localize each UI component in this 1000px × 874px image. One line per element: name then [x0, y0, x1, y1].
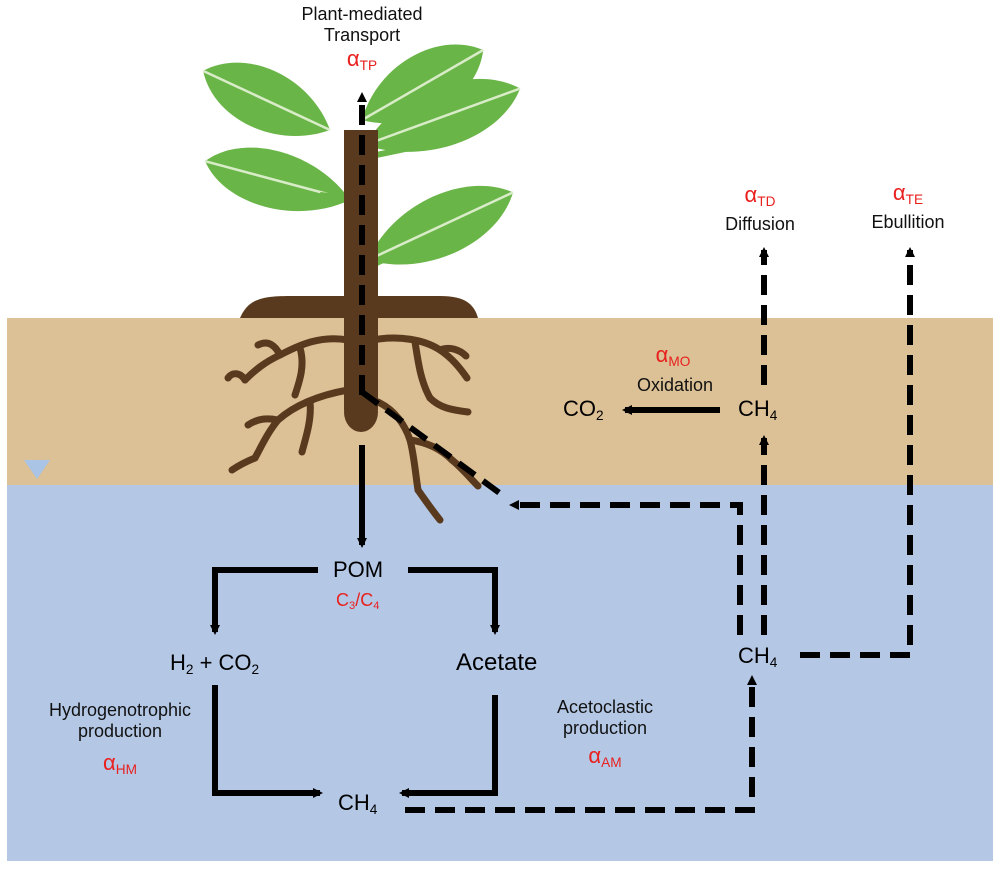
acetoclastic-label: Acetoclastic production: [520, 697, 690, 738]
sub-2: 2: [185, 661, 194, 677]
sub-4: 4: [369, 801, 378, 817]
diffusion-label: Diffusion: [725, 214, 795, 234]
hydrogenotrophic-label: Hydrogenotrophic production: [20, 700, 220, 741]
hydrogenotrophic-text: Hydrogenotrophic production: [48, 700, 192, 741]
ch-text: CH: [738, 396, 770, 421]
h2-to-ch4-arrow: [212, 685, 323, 798]
sub-2: 2: [596, 407, 604, 423]
alpha-symbol: α: [892, 180, 906, 205]
alpha-hm-sub: HM: [115, 761, 137, 777]
ch4-water: CH4: [738, 643, 777, 669]
plus-co-text: + CO: [193, 650, 252, 675]
oxidation-label: Oxidation: [636, 375, 714, 395]
alpha-mo-sub: MO: [668, 353, 691, 369]
acetoclastic-text: Acetoclastic production: [556, 697, 654, 738]
pom-label: POM: [333, 557, 384, 582]
c3-c4-label: C3/C4: [336, 590, 380, 613]
alpha-te: αTE: [868, 180, 948, 207]
sub-3: 3: [349, 600, 356, 613]
acetate-label: Acetate: [456, 649, 538, 676]
ch-text: CH: [738, 643, 770, 668]
ebullition-label: Ebullition: [871, 212, 945, 232]
alpha-symbol: α: [655, 342, 669, 367]
plant-transport-label: Plant-mediated Transport: [262, 4, 462, 45]
h-text: H: [170, 650, 186, 675]
arrows: [210, 92, 915, 813]
sub-2: 2: [251, 661, 260, 677]
alpha-tp: αTP: [322, 46, 402, 73]
ch4-bottom: CH4: [338, 790, 377, 816]
soil-layer: [7, 318, 993, 485]
alpha-td-sub: TD: [757, 193, 776, 209]
sub-4: 4: [373, 600, 380, 613]
alpha-tp-sub: TP: [359, 57, 378, 73]
sub-4: 4: [769, 654, 778, 670]
water-table-marker: [24, 460, 50, 479]
co-text: CO: [563, 396, 596, 421]
alpha-symbol: α: [346, 46, 360, 71]
h2-co2-label: H2 + CO2: [170, 650, 259, 676]
alpha-td: αTD: [720, 182, 800, 209]
pom-to-h2-arrow: [210, 567, 318, 635]
plant-leaves: [202, 44, 521, 273]
root-tip: [344, 392, 378, 432]
alpha-symbol: α: [103, 750, 116, 775]
alpha-hm: αHM: [75, 750, 165, 777]
ebullition-arrow: [800, 247, 915, 658]
ch4-bottom-to-ch4-water-arrow: [405, 675, 757, 813]
ch-text: CH: [338, 790, 370, 815]
alpha-symbol: α: [744, 182, 758, 207]
alpha-am-sub: AM: [601, 754, 622, 770]
co2-soil: CO2: [563, 396, 604, 422]
water-layer: [7, 485, 993, 861]
c-text: C: [336, 590, 349, 610]
alpha-mo: αMO: [628, 342, 718, 369]
alpha-symbol: α: [588, 743, 602, 768]
acetate-to-ch4-arrow: [399, 695, 498, 798]
slash-c-text: /C: [355, 590, 374, 610]
alpha-am: αAM: [560, 743, 650, 770]
ch4-water-to-roots-arrow: [509, 500, 743, 635]
pom-to-acetate-arrow: [408, 567, 500, 635]
ch4-soil: CH4: [738, 396, 777, 422]
sub-4: 4: [769, 407, 778, 423]
alpha-te-sub: TE: [905, 191, 924, 207]
plant-transport-text: Plant-mediated Transport: [301, 4, 423, 45]
